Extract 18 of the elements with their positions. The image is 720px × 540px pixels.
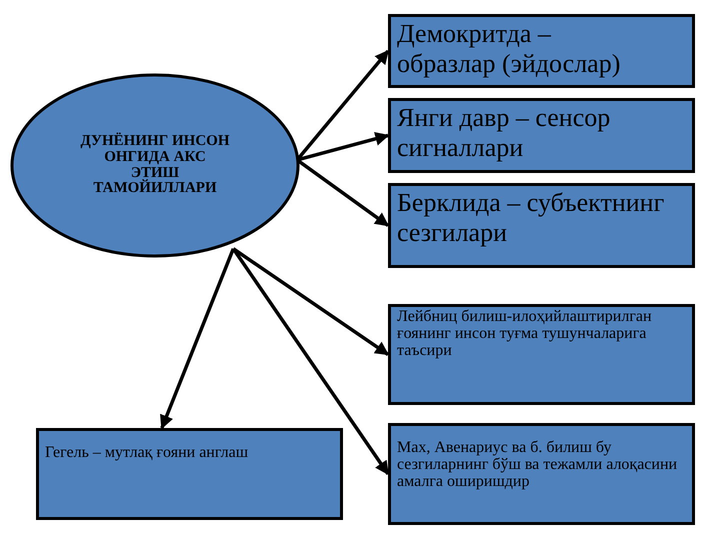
arrow <box>232 248 390 476</box>
arrow <box>160 248 235 430</box>
text-box <box>388 304 695 405</box>
node-text: Мах, Авенариус ва б. билиш бу сезгиларнинг бўш ва тежамли алоқасини амалга оширишдир <box>397 440 678 490</box>
text-box <box>388 14 695 88</box>
text-box <box>36 428 343 520</box>
node-text: Демокритда – образлар (эйдослар) <box>397 19 622 79</box>
arrow <box>232 247 390 356</box>
node-text: Берклида – субъектнинг сезгилари <box>397 188 666 248</box>
node-text: ДУНЁНИНГ ИНСОН ОНГИДА АКС ЭТИШ ТАМОЙИЛЛАРИ <box>80 134 230 197</box>
arrow <box>296 132 390 162</box>
text-box <box>388 423 695 525</box>
node-text: Янги давр – сенсор сигналлари <box>397 103 612 163</box>
text-box <box>388 98 695 173</box>
text-box <box>388 183 695 268</box>
node-text: Лейбниц билиш-илоҳийлаштирилган ғоянинг инсон туғма тушунчаларига таъсири <box>397 309 653 360</box>
node-text: Гегель – мутлақ ғояни англаш <box>45 445 250 462</box>
ellipse-node <box>10 73 300 258</box>
